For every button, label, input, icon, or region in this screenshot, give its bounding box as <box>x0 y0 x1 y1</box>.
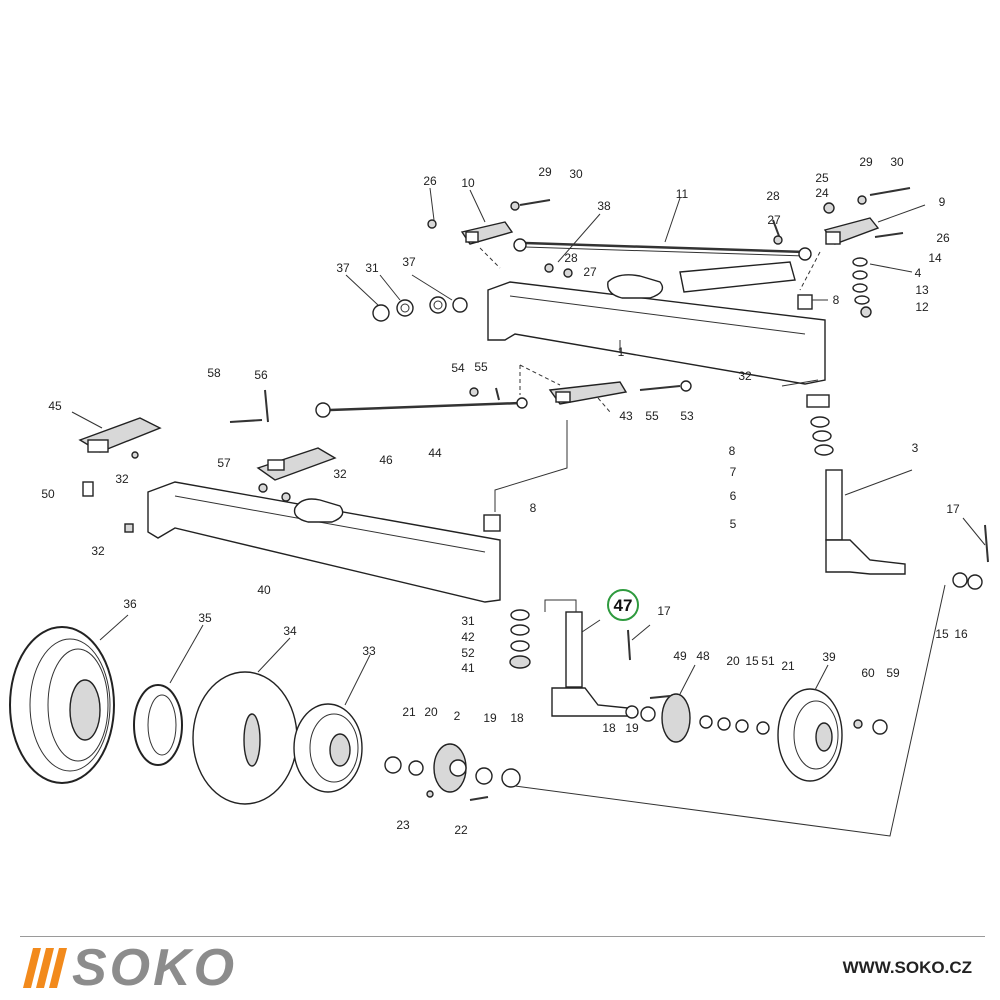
part-label-15: 15 <box>935 627 949 641</box>
highlight-ring <box>607 589 639 621</box>
part-label-27: 27 <box>583 265 597 279</box>
part-label-60: 60 <box>861 666 875 680</box>
part-label-43: 43 <box>619 409 633 423</box>
part-label-37: 37 <box>336 261 350 275</box>
wheel-assembly <box>9 584 946 837</box>
part-label-20: 20 <box>424 705 438 719</box>
part-label-32: 32 <box>91 544 105 558</box>
part-label-35: 35 <box>198 611 212 625</box>
part-label-52: 52 <box>461 646 475 660</box>
footer-divider <box>20 936 985 937</box>
part-label-21: 21 <box>781 659 795 673</box>
part-label-8: 8 <box>729 444 736 458</box>
part-label-26: 26 <box>936 231 950 245</box>
part-label-48: 48 <box>696 649 710 663</box>
part-label-28: 28 <box>564 251 578 265</box>
part-label-49: 49 <box>673 649 687 663</box>
part-label-14: 14 <box>928 251 942 265</box>
part-label-28: 28 <box>766 189 780 203</box>
soko-logo: SOKO <box>23 939 238 997</box>
exploded-parts-diagram: 2610293038112827252429302827926144131237… <box>9 155 989 837</box>
highlighted-part-label: 47 <box>614 596 633 615</box>
upper-axle-assembly <box>345 187 926 385</box>
part-label-41: 41 <box>461 661 475 675</box>
part-label-46: 46 <box>379 453 393 467</box>
part-label-32: 32 <box>333 467 347 481</box>
part-label-50: 50 <box>41 487 55 501</box>
part-label-10: 10 <box>461 176 475 190</box>
part-label-26: 26 <box>423 174 437 188</box>
part-label-55: 55 <box>474 360 488 374</box>
part-label-36: 36 <box>123 597 137 611</box>
right-spindle <box>806 394 989 590</box>
part-label-11: 11 <box>676 187 689 201</box>
part-label-17: 17 <box>946 502 960 516</box>
part-label-56: 56 <box>254 368 268 382</box>
part-label-31: 31 <box>461 614 475 628</box>
part-label-58: 58 <box>207 366 221 380</box>
part-label-51: 51 <box>761 654 775 668</box>
part-label-4: 4 <box>915 266 922 280</box>
part-label-8: 8 <box>530 501 537 515</box>
part-label-23: 23 <box>396 818 410 832</box>
part-label-19: 19 <box>483 711 497 725</box>
part-label-32: 32 <box>738 369 752 383</box>
part-label-22: 22 <box>454 823 468 837</box>
part-label-20: 20 <box>726 654 740 668</box>
part-label-37: 37 <box>402 255 416 269</box>
part-label-54: 54 <box>451 361 465 375</box>
part-label-55: 55 <box>645 409 659 423</box>
part-label-30: 30 <box>890 155 904 169</box>
part-label-17: 17 <box>657 604 671 618</box>
part-label-5: 5 <box>730 517 737 531</box>
left-spindle <box>544 599 656 722</box>
part-label-6: 6 <box>730 489 737 503</box>
part-label-53: 53 <box>680 409 694 423</box>
part-label-3: 3 <box>912 441 919 455</box>
part-label-27: 27 <box>767 213 781 227</box>
part-label-39: 39 <box>822 650 836 664</box>
part-label-29: 29 <box>859 155 873 169</box>
logo-stripes-icon <box>23 948 67 988</box>
part-label-45: 45 <box>48 399 62 413</box>
part-label-18: 18 <box>602 721 616 735</box>
website-link[interactable]: WWW.SOKO.CZ <box>842 958 972 977</box>
part-label-13: 13 <box>915 283 929 297</box>
part-label-8: 8 <box>833 293 840 307</box>
part-label-7: 7 <box>730 465 737 479</box>
part-label-40: 40 <box>257 583 271 597</box>
part-label-2: 2 <box>454 709 461 723</box>
part-label-12: 12 <box>915 300 929 314</box>
part-label-1: 1 <box>618 345 625 359</box>
part-label-42: 42 <box>461 630 475 644</box>
part-label-29: 29 <box>538 165 552 179</box>
part-label-59: 59 <box>886 666 900 680</box>
highlighted-part-callout: 47 <box>607 589 639 621</box>
part-label-31: 31 <box>365 261 379 275</box>
part-label-33: 33 <box>362 644 376 658</box>
part-label-32: 32 <box>115 472 129 486</box>
part-label-24: 24 <box>815 186 829 200</box>
part-label-16: 16 <box>954 627 968 641</box>
part-label-57: 57 <box>217 456 231 470</box>
part-label-34: 34 <box>283 624 297 638</box>
part-label-30: 30 <box>569 167 583 181</box>
part-label-18: 18 <box>510 711 524 725</box>
part-label-25: 25 <box>815 171 829 185</box>
part-label-44: 44 <box>428 446 442 460</box>
middle-linkage <box>71 364 819 512</box>
part-label-21: 21 <box>402 705 416 719</box>
part-label-38: 38 <box>597 199 611 213</box>
logo-text: SOKO <box>72 939 238 997</box>
part-label-15: 15 <box>745 654 759 668</box>
part-label-19: 19 <box>625 721 639 735</box>
lower-axle-assembly <box>124 481 531 669</box>
part-label-9: 9 <box>939 195 946 209</box>
